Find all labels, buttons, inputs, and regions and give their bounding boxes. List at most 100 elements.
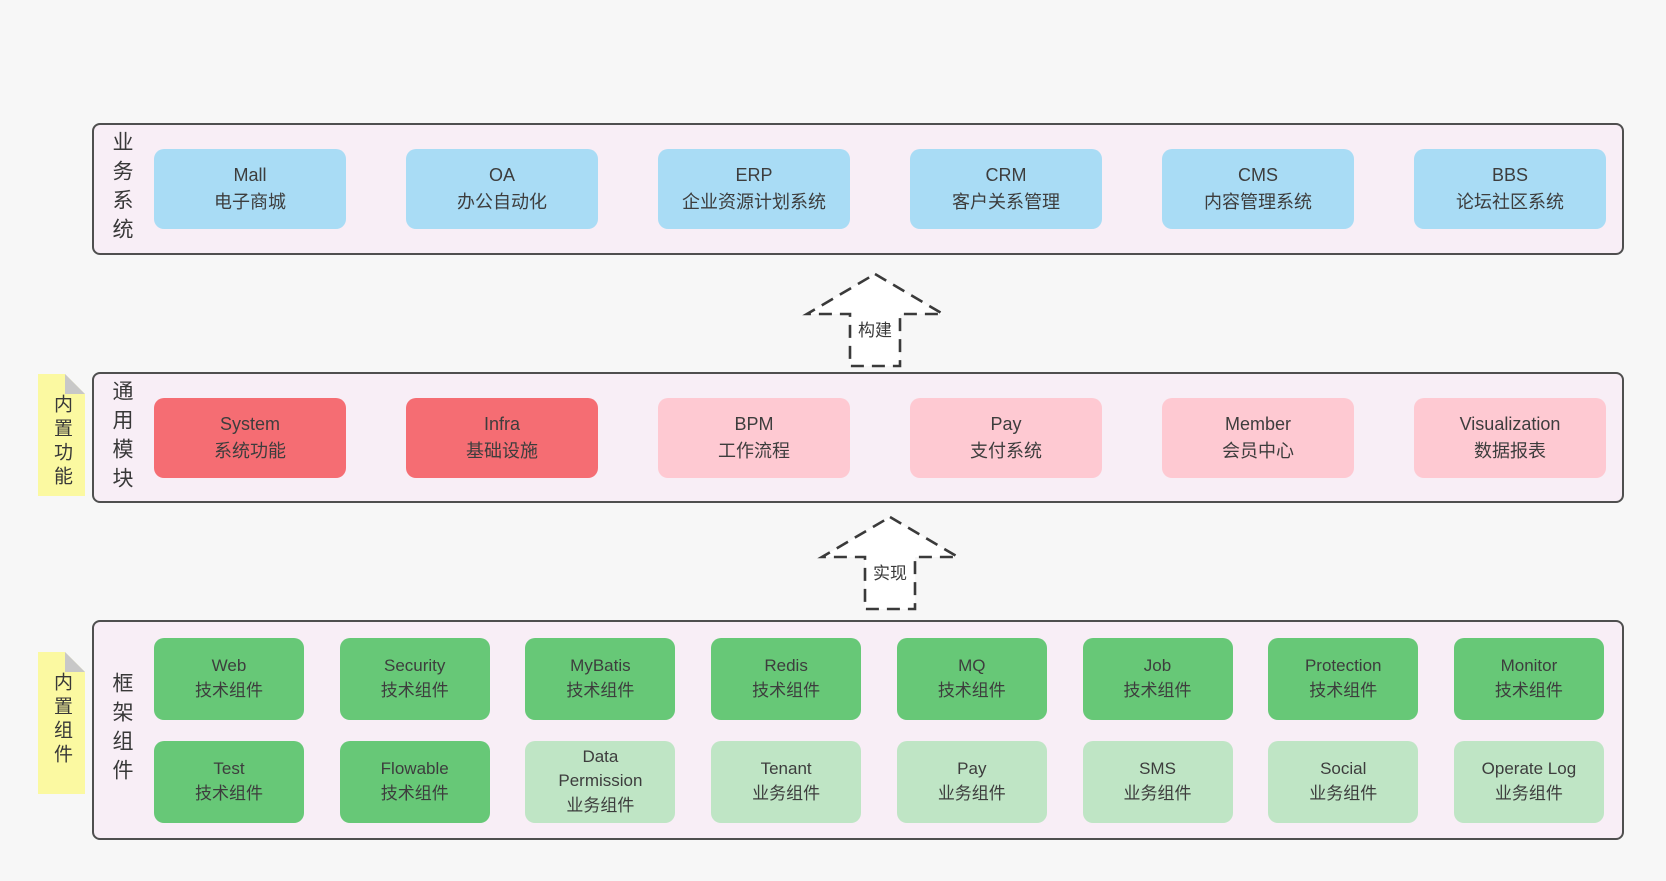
box-data-permission: Data Permission 业务组件: [525, 740, 676, 823]
box-name: MyBatis: [570, 656, 631, 676]
box-desc: 技术组件: [380, 783, 449, 803]
box-desc: 企业资源计划系统: [682, 192, 826, 212]
box-redis: Redis 技术组件: [711, 637, 862, 720]
box-protection: Protection 技术组件: [1268, 637, 1419, 720]
box-desc: 技术组件: [752, 680, 821, 700]
box-name: Tenant: [760, 759, 812, 779]
box-test: Test 技术组件: [154, 740, 304, 823]
box-desc: 业务组件: [1123, 783, 1192, 803]
box-desc: 业务组件: [937, 783, 1006, 803]
box-name: SMS: [1139, 759, 1176, 779]
box-name: Test: [213, 759, 245, 779]
box-desc: 系统功能: [214, 440, 286, 461]
box-name: Pay: [990, 413, 1022, 434]
box-desc: 业务组件: [566, 795, 635, 815]
modules-boxes-row: System 系统功能 Infra 基础设施 BPM 工作流程 Pay 支付系统…: [148, 374, 1622, 501]
box-desc: 论坛社区系统: [1456, 192, 1564, 212]
box-mall: Mall 电子商城: [154, 149, 346, 229]
box-desc: 电子商城: [214, 192, 286, 212]
framework-components-band: 框架组件 Web 技术组件 Security 技术组件 MyBatis 技术组件…: [92, 620, 1624, 840]
box-erp: ERP 企业资源计划系统: [658, 149, 850, 229]
box-name: CRM: [985, 165, 1027, 186]
box-name: Redis: [764, 656, 808, 676]
box-desc: 技术组件: [566, 680, 635, 700]
box-security: Security 技术组件: [339, 637, 490, 720]
components-row-2: Test 技术组件 Flowable 技术组件 Data Permission …: [154, 740, 1604, 823]
box-name: Web: [211, 656, 247, 676]
arrow-implement-label: 实现: [870, 559, 910, 584]
box-name: Protection: [1304, 656, 1382, 676]
box-name: Infra: [483, 413, 521, 434]
box-name: Data Permission: [558, 747, 643, 791]
box-desc: 业务组件: [1494, 783, 1563, 803]
box-mq: MQ 技术组件: [896, 637, 1047, 720]
box-crm: CRM 客户关系管理: [910, 149, 1102, 229]
band-label-components: 框架组件: [94, 622, 148, 838]
box-bpm: BPM 工作流程: [658, 397, 850, 478]
box-name: Operate Log: [1481, 759, 1577, 779]
box-desc: 业务组件: [1309, 783, 1378, 803]
note-built-in-functions: 内置功能: [38, 374, 85, 496]
box-desc: 技术组件: [380, 680, 449, 700]
box-name: Job: [1143, 656, 1172, 676]
box-operate-log: Operate Log 业务组件: [1453, 740, 1604, 823]
box-desc: 技术组件: [937, 680, 1006, 700]
common-modules-band: 通用模块 System 系统功能 Infra 基础设施 BPM 工作流程 Pay…: [92, 372, 1624, 503]
note-built-in-components: 内置组件: [38, 652, 85, 794]
box-name: ERP: [735, 165, 773, 186]
box-flowable: Flowable 技术组件: [339, 740, 490, 823]
box-desc: 业务组件: [752, 783, 821, 803]
arrow-build: 构建: [800, 270, 950, 370]
box-desc: 技术组件: [195, 680, 263, 700]
box-desc: 基础设施: [466, 440, 538, 461]
box-cms: CMS 内容管理系统: [1162, 149, 1354, 229]
box-name: Social: [1320, 759, 1367, 779]
box-name: Member: [1224, 413, 1291, 434]
box-desc: 办公自动化: [457, 192, 547, 212]
box-name: System: [219, 413, 280, 434]
box-member: Member 会员中心: [1162, 397, 1354, 478]
box-name: Pay: [957, 759, 987, 779]
box-web: Web 技术组件: [154, 637, 304, 720]
box-name: OA: [488, 165, 515, 186]
box-name: Security: [383, 656, 446, 676]
box-bbs: BBS 论坛社区系统: [1414, 149, 1606, 229]
box-name: Monitor: [1500, 656, 1558, 676]
box-name: Visualization: [1459, 413, 1561, 434]
box-name: BPM: [734, 413, 774, 434]
business-systems-band: 业务系统 Mall 电子商城 OA 办公自动化 ERP 企业资源计划系统 CRM…: [92, 123, 1624, 255]
box-desc: 会员中心: [1222, 440, 1294, 461]
box-desc: 工作流程: [718, 440, 790, 461]
box-name: CMS: [1238, 165, 1278, 186]
note-text: 内置组件: [51, 672, 72, 768]
box-desc: 技术组件: [1309, 680, 1378, 700]
components-grid: Web 技术组件 Security 技术组件 MyBatis 技术组件 Redi…: [148, 622, 1622, 838]
box-desc: 技术组件: [1123, 680, 1192, 700]
box-desc: 内容管理系统: [1204, 192, 1312, 212]
box-infra: Infra 基础设施: [406, 397, 598, 478]
box-system: System 系统功能: [154, 397, 346, 478]
box-name: Mall: [233, 165, 267, 186]
components-row-1: Web 技术组件 Security 技术组件 MyBatis 技术组件 Redi…: [154, 637, 1604, 720]
arrow-implement: 实现: [815, 513, 965, 613]
box-visualization: Visualization 数据报表: [1414, 397, 1606, 478]
band-label-components-text: 框架组件: [110, 672, 133, 788]
box-desc: 技术组件: [195, 783, 263, 803]
box-name: MQ: [958, 656, 986, 676]
box-desc: 数据报表: [1474, 440, 1546, 461]
band-label-business: 业务系统: [94, 125, 148, 253]
box-name: Flowable: [380, 759, 449, 779]
arrow-build-label: 构建: [855, 316, 895, 341]
box-pay-system: Pay 支付系统: [910, 397, 1102, 478]
box-sms: SMS 业务组件: [1082, 740, 1233, 823]
box-desc: 支付系统: [970, 440, 1042, 461]
band-label-modules: 通用模块: [94, 374, 148, 501]
box-pay-component: Pay 业务组件: [896, 740, 1047, 823]
band-label-business-text: 业务系统: [110, 131, 133, 247]
band-label-modules-text: 通用模块: [110, 379, 133, 496]
box-desc: 技术组件: [1494, 680, 1563, 700]
box-tenant: Tenant 业务组件: [711, 740, 862, 823]
box-mybatis: MyBatis 技术组件: [525, 637, 676, 720]
box-social: Social 业务组件: [1268, 740, 1419, 823]
